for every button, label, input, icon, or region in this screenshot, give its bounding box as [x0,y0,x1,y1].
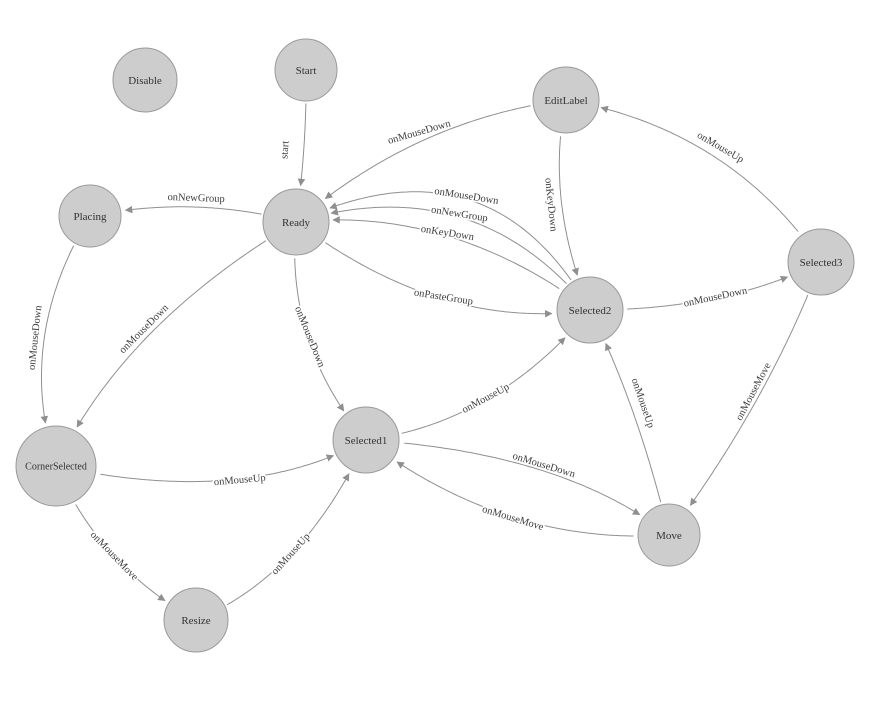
transition-label-onMouseDown: onMouseDown [511,451,577,481]
transition-edge-Start-Ready[interactable] [297,103,307,187]
state-node-Ready[interactable]: Ready [262,188,330,256]
state-node-circle[interactable] [58,184,122,248]
state-node-circle[interactable] [274,38,338,102]
state-node-Start[interactable]: Start [274,38,338,102]
transition-edge-CornerSelected-Resize[interactable] [75,504,166,602]
transition-edge-Selected1-Move[interactable] [404,442,641,516]
transition-label-onPasteGroup: onPasteGroup [413,287,473,307]
state-node-circle[interactable] [556,276,624,344]
transition-label-onMouseUp: onMouseUp [460,382,511,416]
state-node-circle[interactable] [787,228,855,296]
transition-label-onMouseDown: onMouseDown [683,285,749,309]
state-node-circle[interactable] [262,188,330,256]
state-node-circle[interactable] [532,66,600,134]
transition-edge-Selected1-Selected2[interactable] [401,337,566,434]
transition-edge-EditLabel-Ready[interactable] [324,105,531,199]
state-node-circle[interactable] [332,406,400,474]
state-node-Selected2[interactable]: Selected2 [556,276,624,344]
transition-label-onMouseMove: onMouseMove [88,530,140,584]
transition-edge-Ready-Placing[interactable] [124,205,262,215]
transition-edge-CornerSelected-Selected1[interactable] [100,454,335,483]
transition-edge-Placing-CornerSelected[interactable] [40,245,75,424]
transition-label-start: start [279,140,291,159]
transition-edge-Move-Selected1[interactable] [396,461,634,537]
state-node-circle[interactable] [637,503,701,567]
state-node-Move[interactable]: Move [637,503,701,567]
transition-edge-Selected3-EditLabel[interactable] [600,105,799,232]
transition-label-onNewGroup: onNewGroup [167,192,225,205]
transition-edge-EditLabel-Selected2[interactable] [558,136,579,276]
transition-label-onMouseUp: onMouseUp [629,377,656,430]
transition-edge-Ready-Selected2[interactable] [325,242,553,318]
transition-label-onMouseDown: onMouseDown [434,186,500,207]
state-node-Placing[interactable]: Placing [58,184,122,248]
transition-label-onMouseMove: onMouseMove [481,504,545,533]
transition-edge-Selected2-Ready[interactable] [330,206,567,284]
transition-label-onMouseDown: onMouseDown [292,305,327,370]
state-node-CornerSelected[interactable]: CornerSelected [15,425,97,507]
state-node-Selected1[interactable]: Selected1 [332,406,400,474]
state-node-circle[interactable] [15,425,97,507]
transition-edge-Resize-Selected1[interactable] [226,473,350,606]
transition-edge-Move-Selected2[interactable] [605,342,662,503]
state-node-circle[interactable] [163,587,229,653]
transition-label-onKeyDown: onKeyDown [420,224,475,243]
transition-edge-Ready-Selected1[interactable] [294,258,345,412]
transition-edge-Ready-CornerSelected[interactable] [76,240,267,428]
transition-label-onMouseMove: onMouseMove [734,361,774,423]
state-node-Resize[interactable]: Resize [163,587,229,653]
transition-edge-Selected2-Ready[interactable] [329,191,572,281]
transition-edge-Selected3-Move[interactable] [689,294,809,506]
transition-label-onNewGroup: onNewGroup [430,205,488,225]
state-node-EditLabel[interactable]: EditLabel [532,66,600,134]
transition-edge-Selected2-Selected3[interactable] [627,275,789,310]
transition-edge-Selected2-Ready[interactable] [332,216,560,290]
state-node-circle[interactable] [112,47,178,113]
state-node-Disable[interactable]: Disable [112,47,178,113]
transition-label-onMouseUp: onMouseUp [270,531,313,577]
state-node-Selected3[interactable]: Selected3 [787,228,855,296]
transition-label-onKeyDown: onKeyDown [542,177,559,232]
transition-label-onMouseDown: onMouseDown [117,302,171,356]
transition-label-onMouseUp: onMouseUp [213,473,266,488]
